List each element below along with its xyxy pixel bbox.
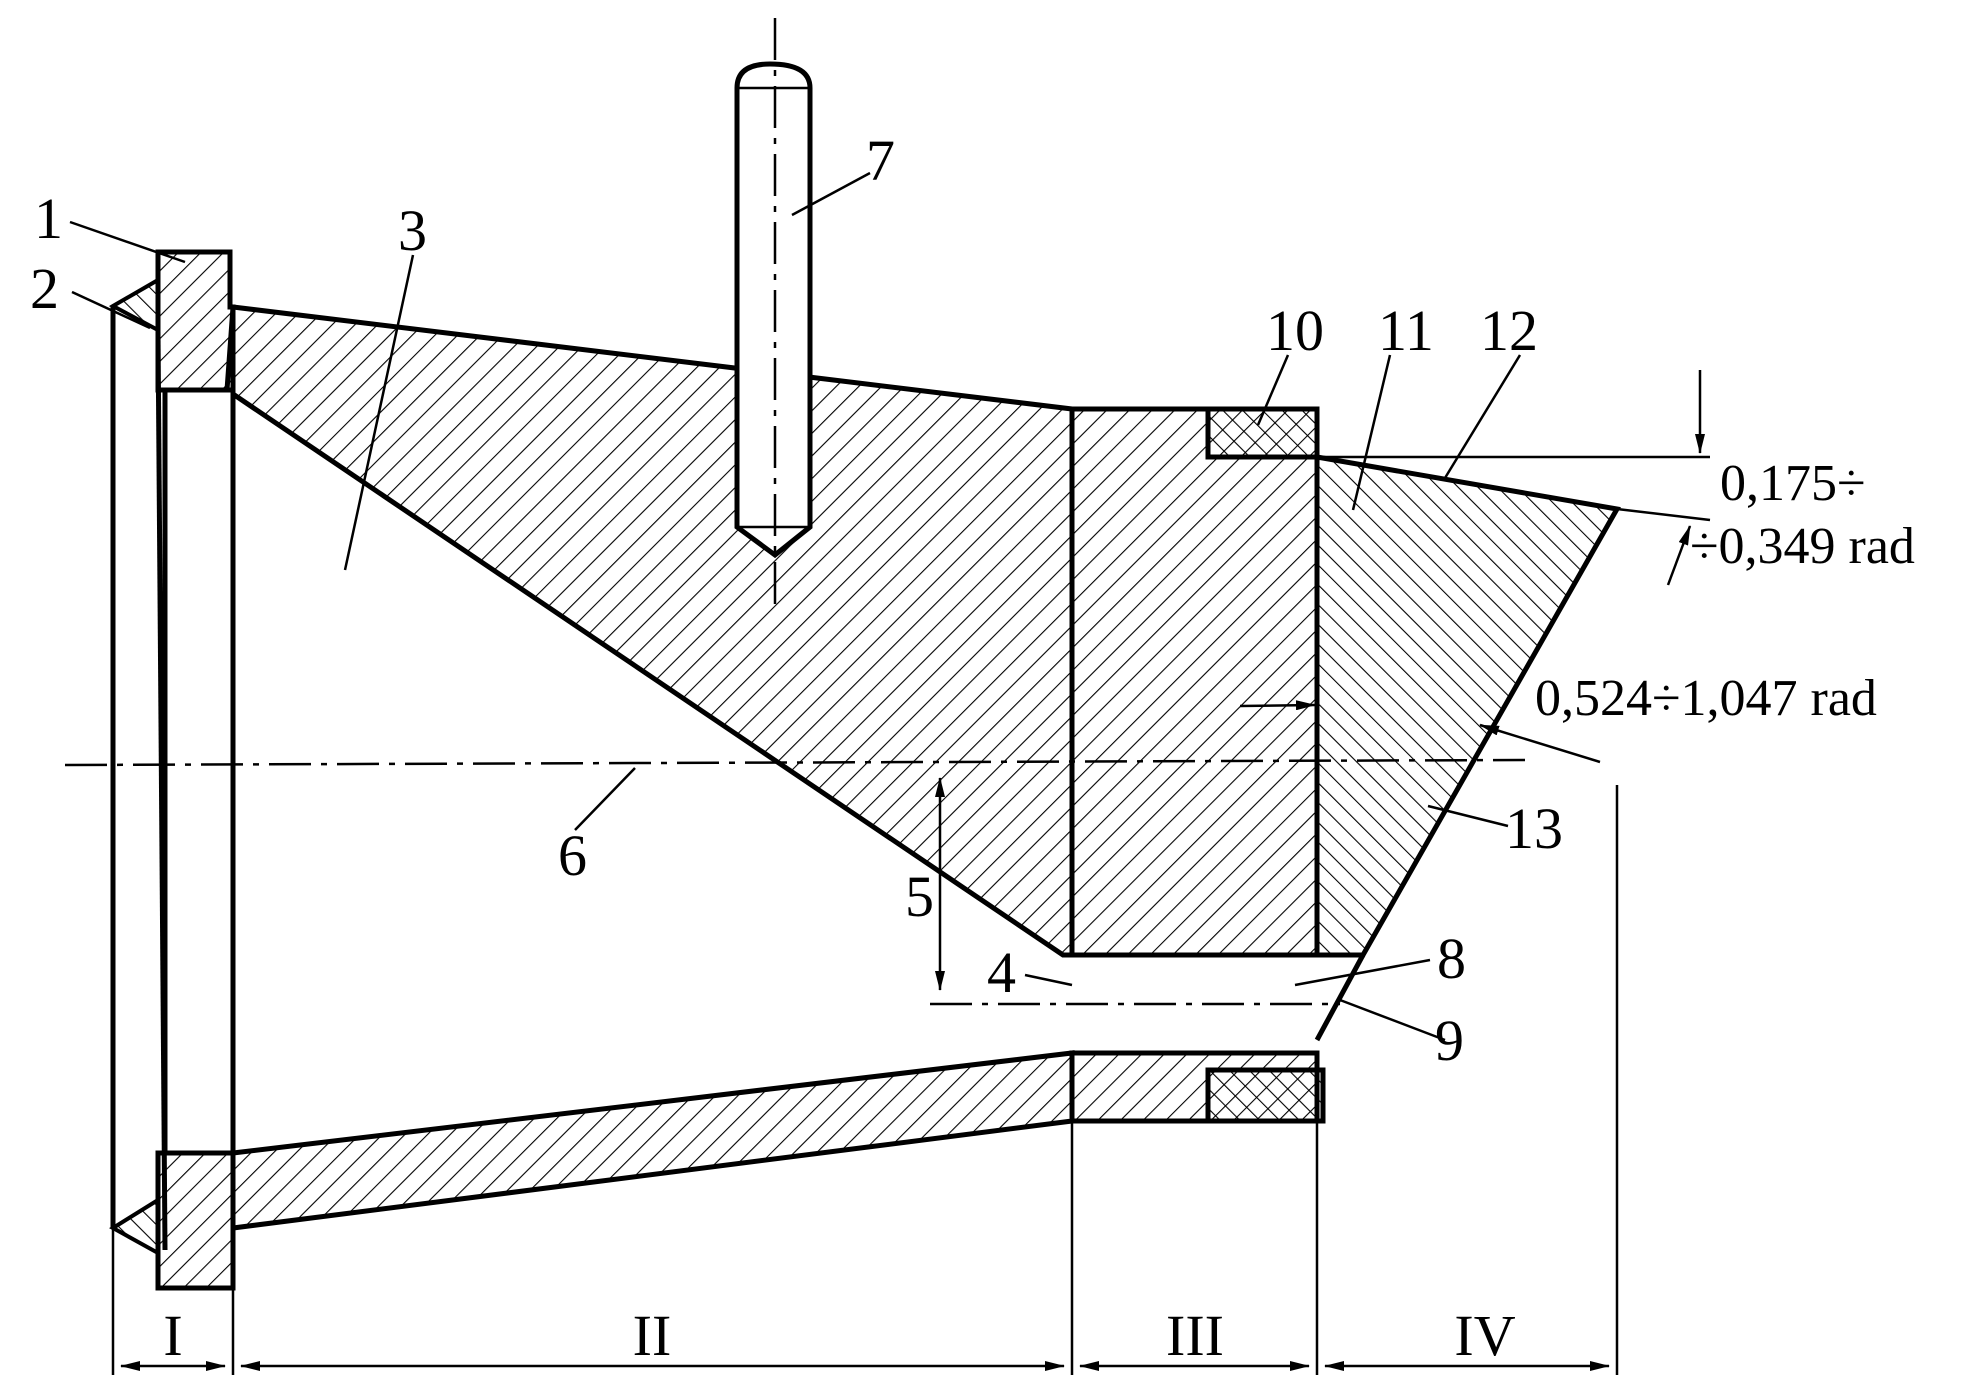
label-7: 7 bbox=[866, 128, 895, 193]
label-12: 12 bbox=[1480, 298, 1538, 363]
flange-bore bbox=[162, 387, 236, 1156]
label-6: 6 bbox=[558, 823, 587, 888]
leader-1 bbox=[69, 220, 186, 264]
zone-IV-label: IV bbox=[1454, 1303, 1515, 1368]
spray-nozzle-7 bbox=[734, 61, 813, 559]
small-angle-arrow-bottom bbox=[1666, 525, 1692, 586]
zone-boundaries bbox=[111, 785, 1619, 1375]
zone-III-label: III bbox=[1166, 1303, 1224, 1368]
lower-flange bbox=[155, 1150, 236, 1291]
label-2: 2 bbox=[30, 256, 59, 321]
angle-large: 0,524÷1,047 rad bbox=[1535, 670, 1877, 727]
label-3: 3 bbox=[398, 198, 427, 263]
ring-lower bbox=[1205, 1067, 1326, 1124]
central-passage bbox=[1072, 952, 1363, 1121]
middle-block-upper bbox=[1069, 406, 1320, 958]
lower-gasket bbox=[109, 1196, 160, 1257]
leader-2 bbox=[71, 290, 151, 330]
label-10: 10 bbox=[1266, 298, 1324, 363]
leader-11 bbox=[1351, 354, 1392, 511]
large-angle-arrow-right bbox=[1479, 723, 1601, 764]
leader-7 bbox=[791, 171, 871, 217]
large-angle-arrow-left bbox=[1239, 700, 1316, 711]
nozzle-tip-line-9 bbox=[1314, 953, 1366, 1042]
label-9: 9 bbox=[1435, 1008, 1464, 1073]
small-angle-cone-line bbox=[1616, 507, 1711, 522]
label-8: 8 bbox=[1437, 926, 1466, 991]
label-4: 4 bbox=[987, 940, 1016, 1005]
upper-gasket bbox=[108, 276, 160, 334]
leader-8 bbox=[1294, 958, 1431, 987]
zone-I-label: I bbox=[163, 1303, 182, 1368]
lower-conical-wall bbox=[230, 1050, 1075, 1231]
axis-6 bbox=[64, 758, 1526, 767]
angle-small-line1: 0,175÷ bbox=[1720, 455, 1866, 512]
label-1: 1 bbox=[34, 186, 63, 251]
label-11: 11 bbox=[1378, 298, 1434, 363]
zone-II-label: II bbox=[633, 1303, 672, 1368]
angle-small-line2: ÷0,349 rad bbox=[1690, 518, 1915, 575]
leader-4 bbox=[1024, 973, 1073, 987]
label-13: 13 bbox=[1505, 796, 1563, 861]
leader-9 bbox=[1339, 998, 1446, 1042]
label-5: 5 bbox=[905, 864, 934, 929]
leader-6 bbox=[574, 767, 636, 831]
leader-10 bbox=[1256, 354, 1290, 426]
upper-flange bbox=[155, 249, 236, 393]
upper-conical-wall bbox=[224, 304, 1075, 958]
leader-3 bbox=[343, 254, 415, 571]
leader-13 bbox=[1427, 804, 1509, 828]
leader-12 bbox=[1443, 354, 1522, 479]
